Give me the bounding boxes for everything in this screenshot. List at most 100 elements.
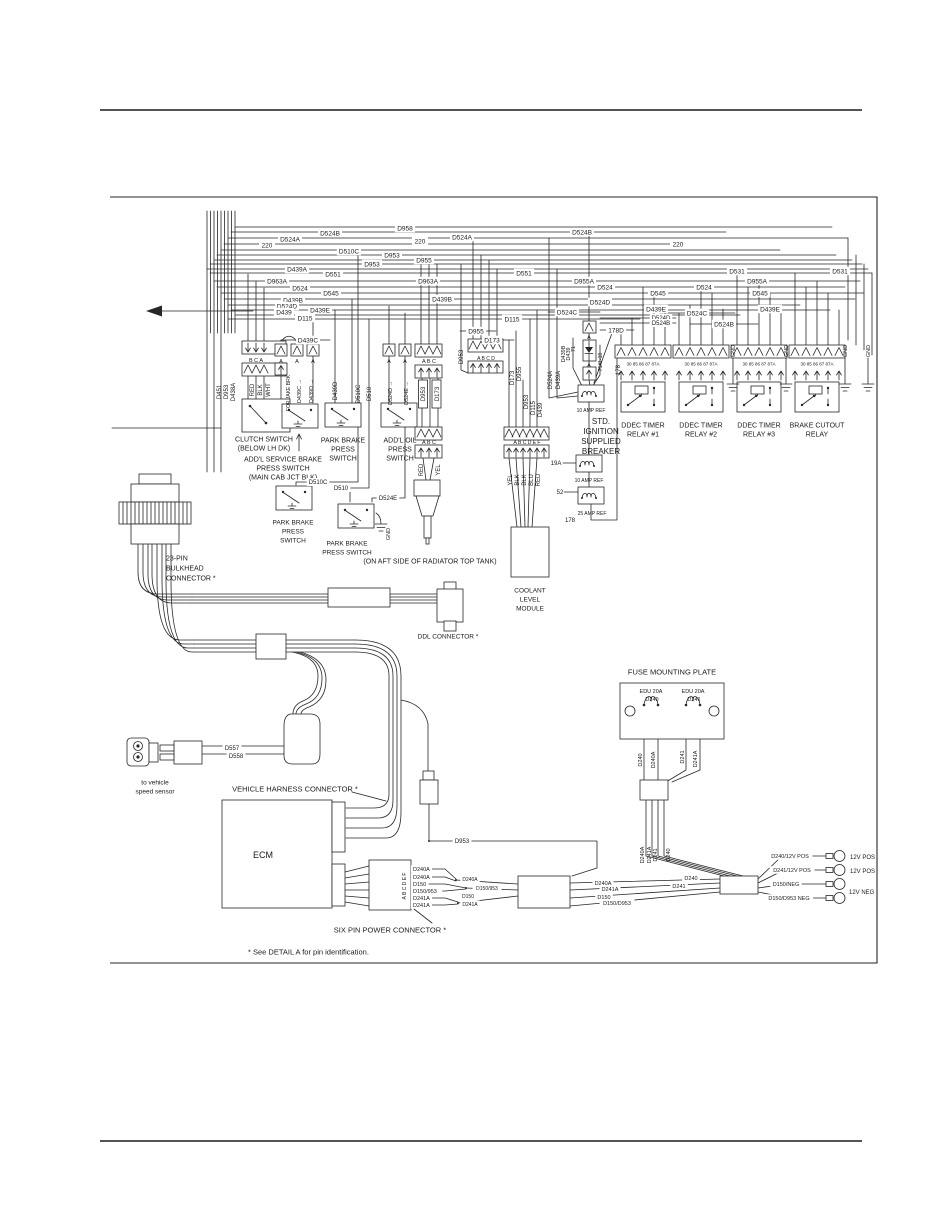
wire-label: D439A [287,266,308,273]
park-brake-press-switch-2 [275,485,313,511]
power-terminal-label: 12V POS [850,855,875,861]
wire-label: D510C [339,248,360,255]
ignition-breaker-label: BREAKER [582,447,620,456]
wire-label: D240A [413,875,430,881]
wire-label: D150/953 [476,886,498,892]
fuse-plate-title: FUSE MOUNTING PLATE [628,668,716,677]
label-background [595,893,613,901]
label-background [670,882,688,890]
relay-2-name: RELAY #2 [685,432,717,439]
ddl-connector [436,581,464,632]
wire-label: D524C [687,310,708,317]
park-brake-switch-label: PRESS [331,447,355,454]
label-background [258,240,276,250]
bulkhead-connector [118,473,192,545]
wire-label: D510 [367,386,373,401]
label-background [460,875,480,883]
label-background [317,228,343,238]
wire-label: D150 [413,882,426,888]
clutch-switch-label: CLUTCH SWITCH [235,437,293,444]
wire-label: D953 [455,839,470,845]
park-brake-press-switch-1 [324,402,362,428]
oil-press-switch-label: ADD'L OIL [384,438,417,445]
wire-label: GND [866,345,872,357]
fuse-circuit: D241 [687,697,700,703]
wire-label: D510C [356,384,362,403]
speed-sensor-label: speed sensor [135,788,175,795]
pin-letters: A [587,335,591,341]
park-brake-switch-2-label: SWITCH [280,537,306,544]
pin-letters: A [279,359,283,365]
park-brake-press-switch-3 [337,503,375,529]
label-background [411,236,429,246]
left-arrow [146,305,162,317]
label-background [411,901,433,909]
label-background [294,313,316,323]
wire-label: RED [419,463,425,476]
power-terminal-label: D241/12V POS [773,868,811,874]
pin-letters: A B C D E F [402,873,408,900]
wire-label: 71#1-18 [598,353,604,372]
wire-label: D524A [452,234,473,241]
wire-label: D955 [517,366,523,381]
label-background [501,314,523,324]
wire-label: D439D → [309,379,315,403]
ignition-breaker-2 [575,454,603,473]
label-background [569,227,595,237]
wire-label: D173 [510,370,516,385]
fuse-rating: EDU 20A [640,689,663,695]
relay-1-name: DDEC TIMER [621,423,664,430]
label-background [361,259,383,269]
wire-label: D955 [468,328,484,335]
wire-label: D531 [729,268,745,275]
label-background [284,264,310,274]
fuse-rating: EDU 20A [682,689,705,695]
breaker-rating: 25 AMP REF [578,511,607,517]
label-background [829,266,851,276]
coolant-level-module [510,526,550,578]
wire-label: D439A [556,371,562,389]
service-brake-switch-label: ADD'L SERVICE BRAKE [244,457,322,464]
pin-letters: B C A [249,358,263,364]
wire-label: D524B [652,321,670,327]
fuse-circuit: D240 [645,697,658,703]
wire-label: D241A [413,903,430,909]
wire-label: YEL [508,474,514,486]
ignition-breaker-3 [577,486,605,505]
wire-label: D241 [653,848,659,861]
wire-label: D240A [595,881,612,887]
wire-label: D524D [277,303,298,310]
wire-label: 71 [571,346,577,352]
wire-label: D439E [760,306,781,313]
wire-label: 220 [262,242,273,249]
wire-label: D558 [229,754,244,760]
label-background [289,283,311,293]
wire-label: D953 [224,384,230,399]
label-background [669,239,687,249]
label-background [643,304,669,314]
label-background [394,223,416,233]
wire-label: D524 [597,284,613,291]
wire-label: 178D [608,327,624,334]
label-background [273,307,295,317]
label-background [411,887,443,895]
wire-label: D439 [276,309,292,316]
wire-label: WHT [266,383,272,397]
fuse-mounting-plate [619,682,725,740]
wire-label: RED [536,473,542,486]
wire-label: D510 [334,486,349,492]
wire-label: D524E [379,496,397,502]
wire-label: D524A [280,236,301,243]
power-terminal-label: D240/12V POS [771,854,809,860]
wire-label: D439 [566,347,572,360]
wire-label: D115 [297,315,312,322]
label-background [682,874,700,882]
relay-pin-numbers: 30 85 86 87 87A [684,362,717,367]
label-background [684,308,710,318]
wire-label: D955 [416,257,432,264]
relay-pin-numbers: 30 85 86 87 87A [800,362,833,367]
label-background [411,880,429,888]
wire-label: 220 [415,238,426,245]
wire-label: D551 [325,271,341,278]
